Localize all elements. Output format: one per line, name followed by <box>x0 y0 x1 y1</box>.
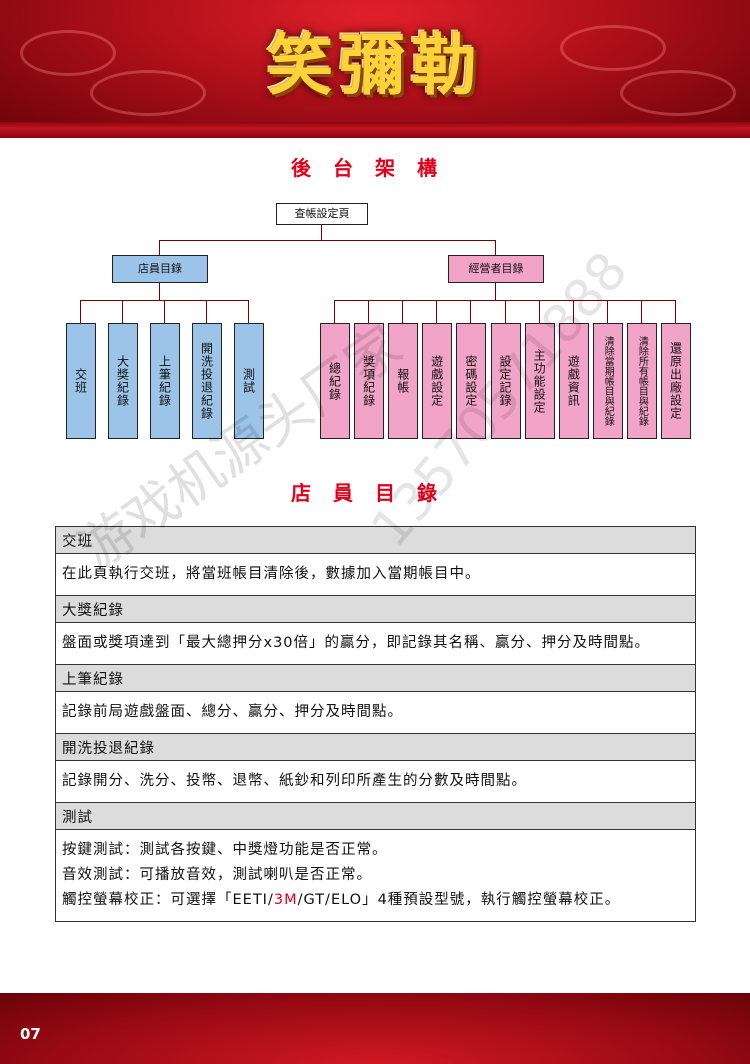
test-line-touch: 觸控螢幕校正：可選擇「EETI/3M/GT/ELO」4種預設型號，執行觸控螢幕校… <box>62 892 621 908</box>
manager-leaf-box: 遊戲資訊 <box>558 323 589 439</box>
page-number: 07 <box>20 1025 41 1043</box>
highlight-3m: 3M <box>273 892 298 908</box>
manager-leaf-box: 獎項紀錄 <box>354 323 385 439</box>
section-title-cell: 上筆紀錄 <box>55 664 696 692</box>
manager-leaf-box: 設定記錄 <box>490 323 521 439</box>
cloud-ornament <box>90 70 206 116</box>
manager-leaf-box: 報帳 <box>388 323 419 439</box>
manager-leaf-box: 還原出廠設定 <box>661 323 691 439</box>
cloud-ornament <box>560 25 666 71</box>
page-footer <box>0 993 750 1064</box>
staff-leaf-box: 上筆紀錄 <box>150 323 180 439</box>
manager-leaf-box: 清除當期帳目與紀錄 <box>592 323 623 439</box>
staff-title: 店員目錄 <box>291 481 459 505</box>
manager-leaf-box: 密碼設定 <box>456 323 487 439</box>
test-line-sound: 音效測試：可播放音效，測試喇叭是否正常。 <box>62 867 372 883</box>
game-logo: 笑彌勒 <box>267 27 483 104</box>
manager-menu-box: 經營者目錄 <box>448 255 544 283</box>
cloud-ornament <box>620 70 736 116</box>
section-text: 記錄開分、洗分、投幣、退幣、紙鈔和列印所產生的分數及時間點。 <box>55 760 696 803</box>
staff-leaf-box: 測試 <box>234 323 264 439</box>
manager-leaf-box: 清除所有帳目與紀錄 <box>626 323 657 439</box>
test-line-keys: 按鍵測試：測試各按鍵、中獎燈功能是否正常。 <box>62 842 388 858</box>
backend-title: 後台架構 <box>291 156 459 180</box>
section-title-cell: 交班 <box>55 526 696 554</box>
section-title-cell: 開洗投退紀錄 <box>55 733 696 761</box>
org-root-box: 查帳設定頁 <box>276 203 368 225</box>
staff-description-table: 交班 在此頁執行交班，將當班帳目清除後，數據加入當期帳目中。 大獎紀錄 盤面或獎… <box>55 526 696 922</box>
staff-leaf-box: 大獎紀錄 <box>108 323 138 439</box>
section-text: 在此頁執行交班，將當班帳目清除後，數據加入當期帳目中。 <box>55 553 696 596</box>
staff-leaf-box: 交班 <box>66 323 96 439</box>
staff-leaf-box: 開洗投退紀錄 <box>192 323 222 439</box>
section-text: 按鍵測試：測試各按鍵、中獎燈功能是否正常。 音效測試：可播放音效，測試喇叭是否正… <box>55 829 696 922</box>
page-header: 笑彌勒 <box>0 0 750 138</box>
section-text: 盤面或獎項達到「最大總押分x30倍」的贏分，即記錄其名稱、贏分、押分及時間點。 <box>55 622 696 665</box>
manager-leaf-box: 主功能設定 <box>524 323 555 439</box>
section-text: 記錄前局遊戲盤面、總分、贏分、押分及時間點。 <box>55 691 696 734</box>
manager-leaf-box: 總紀錄 <box>320 323 350 439</box>
manager-leaf-box: 遊戲設定 <box>422 323 453 439</box>
staff-menu-box: 店員目錄 <box>112 255 208 283</box>
section-title-cell: 大獎紀錄 <box>55 595 696 623</box>
section-title-cell: 測試 <box>55 802 696 830</box>
cloud-ornament <box>20 30 116 76</box>
